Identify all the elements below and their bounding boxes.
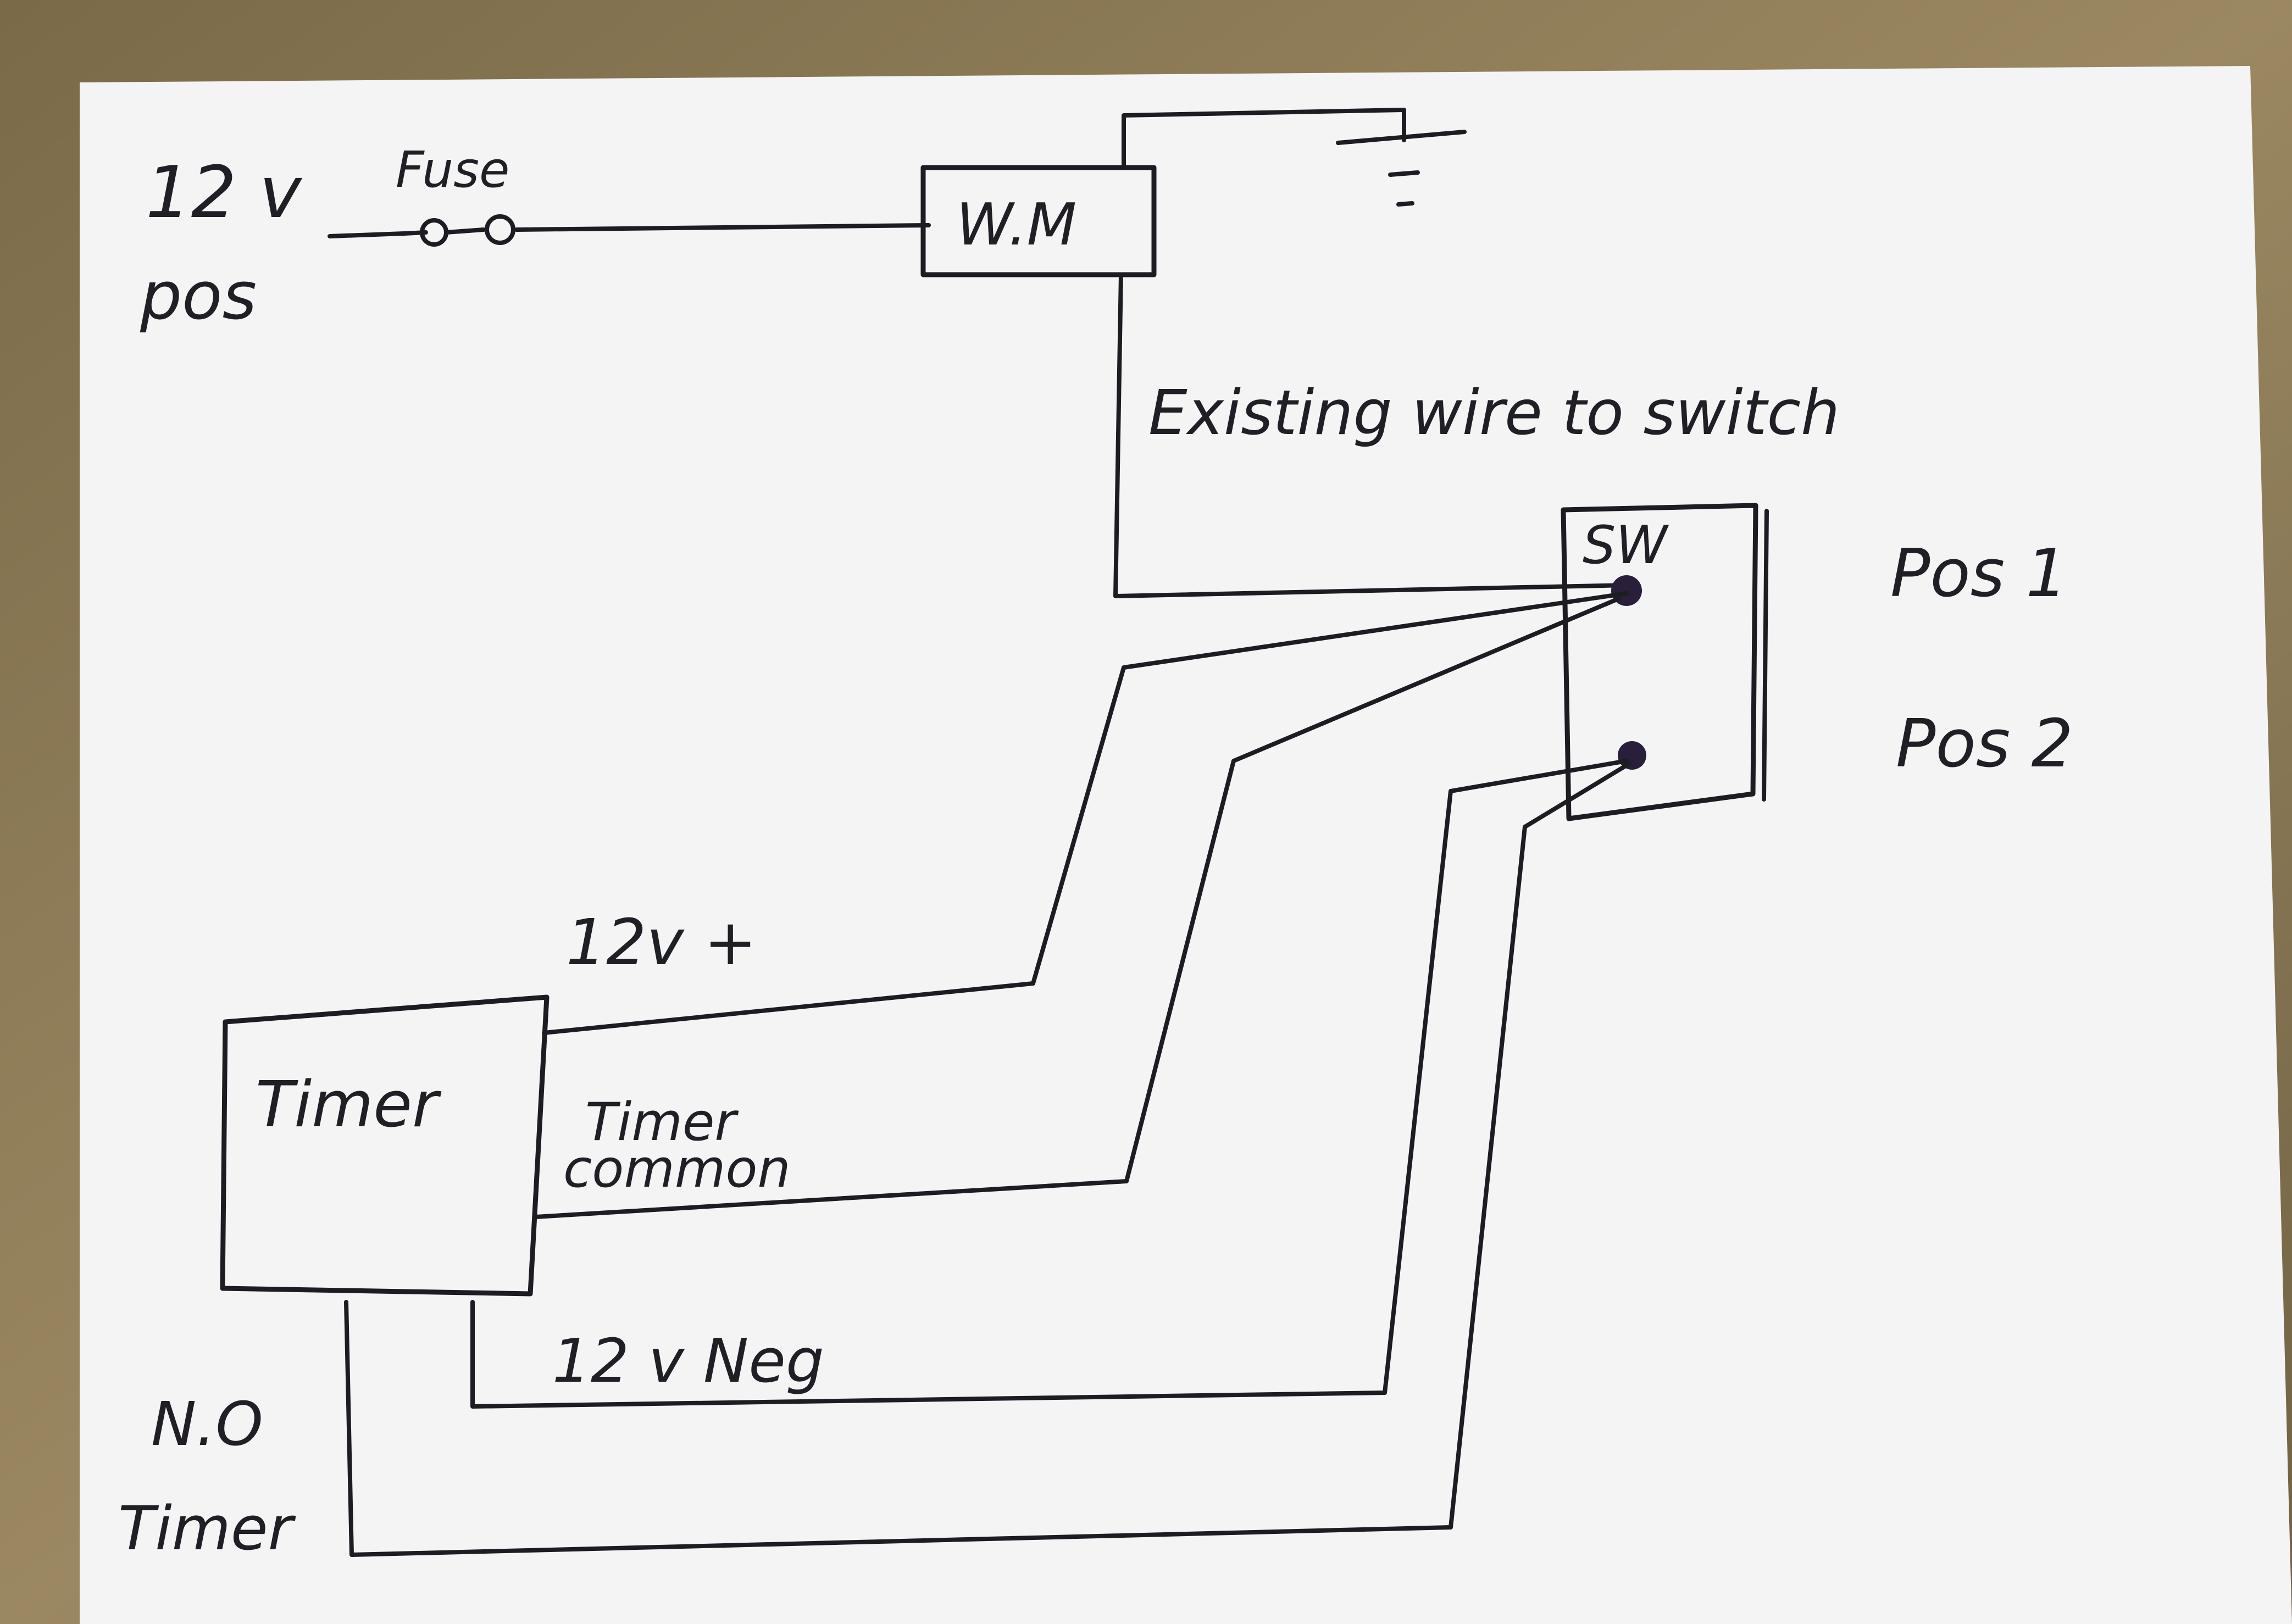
label-supply-polarity: pos [140,258,257,335]
timer-box [220,994,550,1297]
label-pos1: Pos 1 [1890,536,2068,612]
label-fuse: Fuse [396,141,509,199]
label-no-1: N.O [151,1389,263,1459]
label-timer-pos: 12v + [566,906,757,980]
timer-no-wire [344,761,1631,1557]
timer-12v-neg-wire [470,759,1629,1409]
label-timer: Timer [256,1068,442,1142]
label-no-2: Timer [118,1493,296,1564]
paper-sheet [80,66,2292,1624]
label-switch: SW [1583,515,1669,576]
switch-terminal-2 [1618,741,1646,770]
label-timer-common-2: common [563,1139,791,1199]
label-wm: W.M [956,191,1076,258]
timer-12v-pos-wire [542,591,1629,1035]
switch-box [1561,503,1758,821]
supply-wire [328,223,931,238]
fuse-symbol [402,214,515,247]
timer-common-wire [534,597,1621,1219]
label-pos2: Pos 2 [1896,706,2073,782]
label-existing-wire: Existing wire to switch [1148,377,1840,449]
label-timer-neg: 12 v Neg [552,1326,824,1396]
wm-box [920,165,1157,277]
ground-symbol [1122,108,1467,207]
label-supply-voltage: 12 v [146,151,303,234]
existing-wire [1113,272,1629,598]
label-timer-common-1: Timer [585,1092,739,1153]
